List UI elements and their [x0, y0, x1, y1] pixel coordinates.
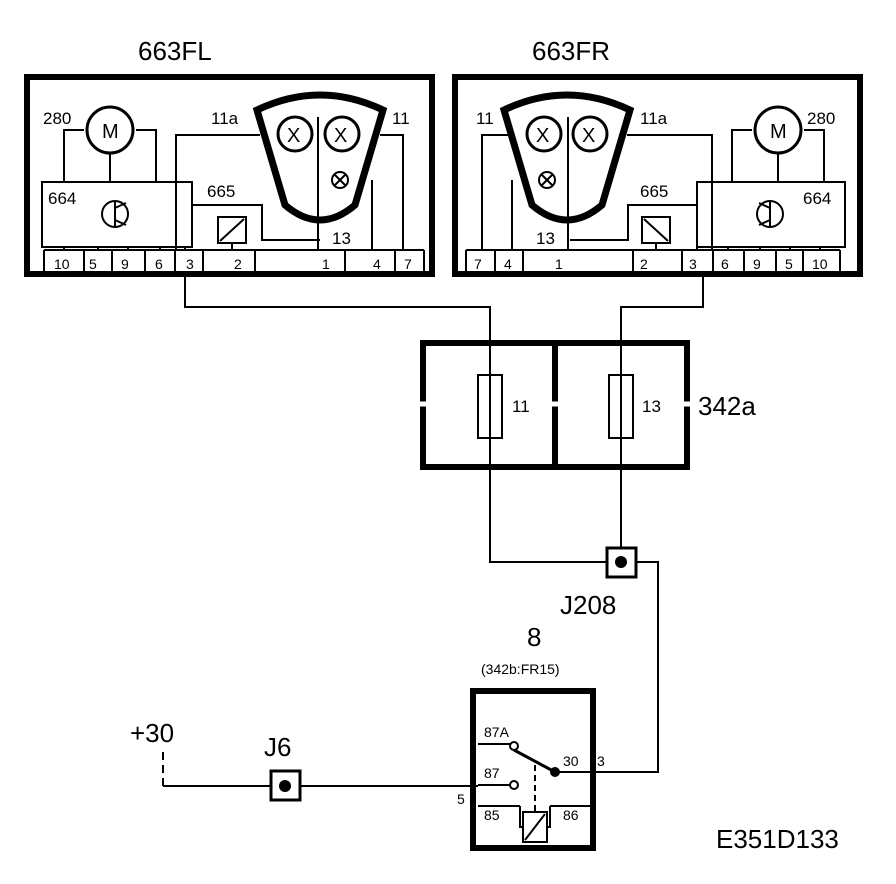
module-right-pin: 2: [640, 256, 648, 272]
module-left-lamp-icon: [323, 115, 361, 153]
module-left-frame: [24, 74, 435, 277]
supply-label: +30: [130, 718, 174, 748]
junction-j208-label: J208: [560, 590, 616, 620]
module-left-pin: 6: [155, 256, 163, 272]
relay-pin-3: 3: [597, 753, 605, 769]
relay-pin-86: 86: [563, 807, 579, 823]
junction-j6-box: [269, 769, 302, 802]
module-left-pin: 9: [121, 256, 129, 272]
relay-contact-87: [509, 780, 519, 790]
module-left-solenoid-ref: 665: [207, 182, 235, 201]
module-left-sensor-ref: 664: [48, 189, 76, 208]
module-right-pin: 3: [689, 256, 697, 272]
module-left-pin: 5: [89, 256, 97, 272]
relay-8: 8 (342b:FR15) 87A 87 30 3 85 86 5: [457, 622, 605, 851]
module-left-reflector: [252, 91, 388, 224]
relay-contact-87a: [509, 741, 519, 751]
module-left-pin: 7: [404, 256, 412, 272]
module-left-pin-dividers: [43, 250, 425, 274]
module-left-lamp-c: 13: [332, 229, 351, 248]
module-right-sidelamp-icon: [538, 171, 556, 189]
module-left-motor-symbol: M: [102, 121, 119, 143]
module-right-frame: [452, 74, 863, 277]
module-left-lamp-symbol: X: [287, 125, 300, 147]
module-663fr: 663FR 7 4 1 2 3 6 9 5 10 664: [452, 36, 863, 277]
module-left-pin: 2: [234, 256, 242, 272]
relay-pin-87a: 87A: [484, 724, 510, 740]
diagram-id: E351D133: [716, 824, 839, 854]
relay-switch-arm: [513, 748, 556, 774]
fuse-left-label: 11: [512, 397, 530, 416]
junction-j6-label: J6: [264, 732, 291, 762]
module-right-sensor-ref: 664: [803, 189, 831, 208]
module-left-pin: 4: [373, 256, 381, 272]
module-right-pin: 5: [785, 256, 793, 272]
module-663fl: 663FL 10 5 9 6 3 2 1 4 7 664: [24, 36, 435, 277]
fuse-right-label: 13: [642, 397, 661, 416]
module-left-title: 663FL: [138, 36, 212, 66]
module-right-lamp-c: 13: [536, 229, 555, 248]
junction-j208-dot: [615, 556, 627, 568]
module-left-sensor-box: [41, 181, 193, 248]
relay-pin-85: 85: [484, 807, 500, 823]
module-right-sensor-box: [696, 181, 846, 248]
junction-j208-box: [605, 546, 638, 579]
module-left-motor-ref: 280: [43, 109, 71, 128]
module-right-motor-ref: 280: [807, 109, 835, 128]
relay-pin-87: 87: [484, 765, 500, 781]
module-right-solenoid-ref: 665: [640, 182, 668, 201]
junction-j6-dot: [279, 780, 291, 792]
module-left-pin: 1: [322, 256, 330, 272]
module-left-lamp-symbol: X: [334, 125, 347, 147]
module-right-lamp-icon: [525, 115, 563, 153]
module-right-pin: 10: [812, 256, 828, 272]
module-left-sidelamp-icon: [331, 171, 349, 189]
module-right-lamp-icon: [571, 115, 609, 153]
module-right-pin: 9: [753, 256, 761, 272]
module-right-lamp-symbol: X: [536, 125, 549, 147]
module-right-pin-dividers: [465, 250, 841, 274]
module-right-lamp-b: 11: [476, 109, 494, 128]
fusebox-342a: 11 13 342a: [419, 340, 756, 470]
module-right-motor-symbol: M: [770, 121, 787, 143]
module-left-pin: 10: [54, 256, 70, 272]
module-right-pin: 7: [474, 256, 482, 272]
module-right-title: 663FR: [532, 36, 610, 66]
module-right-pin: 1: [555, 256, 563, 272]
relay-pin-30: 30: [563, 753, 579, 769]
relay-location: (342b:FR15): [481, 661, 560, 677]
module-left-lamp-a: 11a: [211, 109, 239, 128]
module-right-pin: 6: [721, 256, 729, 272]
module-left-lamp-b: 11: [392, 109, 410, 128]
module-right-pin: 4: [504, 256, 512, 272]
module-left-pin: 3: [186, 256, 194, 272]
feed-wires: [184, 274, 704, 375]
module-right-lamp-symbol: X: [582, 125, 595, 147]
module-right-lamp-a: 11a: [640, 109, 668, 128]
supply-feed: +30 J6: [130, 718, 478, 802]
module-left-lamp-icon: [276, 115, 314, 153]
fusebox-label: 342a: [698, 391, 756, 421]
relay-pin-5: 5: [457, 791, 465, 807]
relay-frame: [470, 688, 596, 851]
relay-number: 8: [527, 622, 541, 652]
junction-j208: J208: [560, 546, 638, 620]
